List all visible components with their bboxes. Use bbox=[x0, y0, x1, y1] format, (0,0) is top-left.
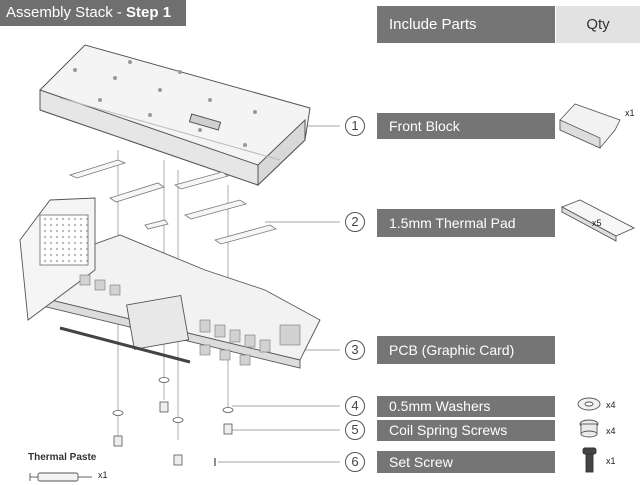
qty-front-block: x1 bbox=[625, 108, 635, 118]
title-prefix: Assembly Stack bbox=[6, 4, 113, 21]
coil-spring-screws-drawing bbox=[113, 401, 233, 466]
include-parts-header: Include Parts bbox=[377, 6, 555, 43]
qty-thermal-pad: x5 bbox=[592, 218, 602, 228]
page-title: Assembly Stack - Step 1 bbox=[0, 0, 186, 26]
part-number-5: 5 bbox=[345, 420, 365, 440]
qty-washers: x4 bbox=[606, 400, 616, 410]
part-label-front-block: Front Block bbox=[377, 113, 555, 139]
thermal-pad-icon bbox=[560, 199, 636, 242]
part-number-1: 1 bbox=[345, 116, 365, 136]
qty-coil-spring-screws: x4 bbox=[606, 426, 616, 436]
part-label-thermal-pad: 1.5mm Thermal Pad bbox=[377, 209, 555, 237]
thermal-paste-syringe-icon bbox=[29, 472, 92, 482]
washer-icon bbox=[577, 397, 601, 411]
part-number-4: 4 bbox=[345, 396, 365, 416]
qty-thermal-paste: x1 bbox=[98, 470, 108, 480]
title-separator: - bbox=[116, 4, 122, 21]
title-step: Step 1 bbox=[126, 4, 172, 21]
thermal-paste-label: Thermal Paste bbox=[28, 452, 97, 463]
part-number-6: 6 bbox=[345, 452, 365, 472]
part-label-set-screw: Set Screw bbox=[377, 451, 555, 473]
washers-drawing bbox=[112, 377, 234, 423]
set-screw-icon bbox=[582, 447, 597, 473]
qty-set-screw: x1 bbox=[606, 456, 616, 466]
thermal-pads-drawing bbox=[68, 159, 277, 245]
front-block-icon bbox=[559, 103, 621, 149]
part-label-pcb: PCB (Graphic Card) bbox=[377, 336, 555, 364]
front-block-drawing bbox=[39, 44, 311, 187]
qty-header: Qty bbox=[556, 6, 640, 43]
part-number-2: 2 bbox=[345, 212, 365, 232]
part-number-3: 3 bbox=[345, 340, 365, 360]
pcb-drawing bbox=[19, 197, 321, 369]
coil-spring-screw-icon bbox=[579, 419, 599, 438]
part-label-washers: 0.5mm Washers bbox=[377, 396, 555, 417]
part-label-coil-spring-screws: Coil Spring Screws bbox=[377, 420, 555, 441]
